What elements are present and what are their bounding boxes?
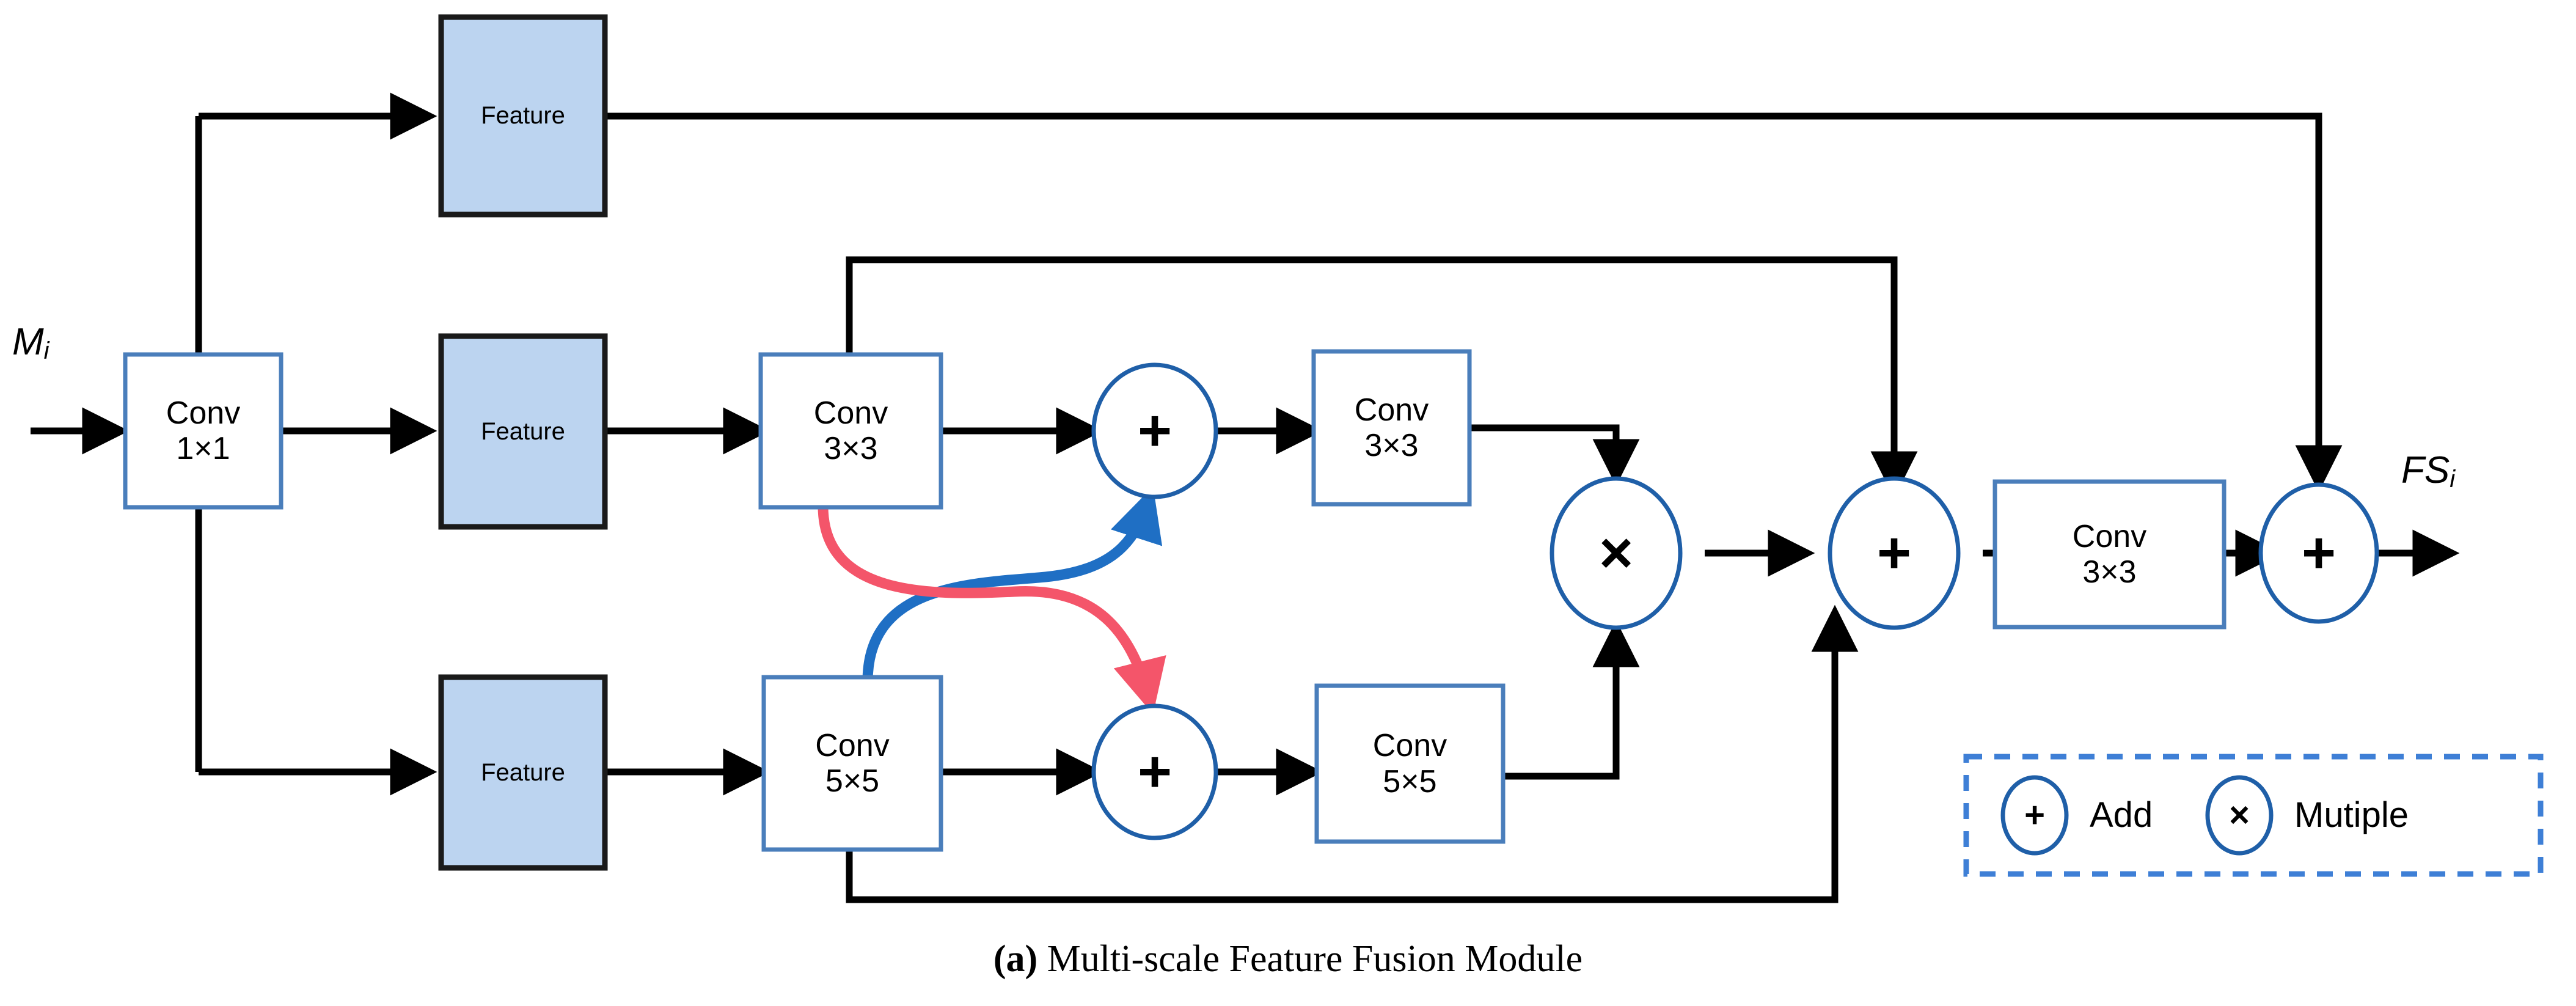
cross-scale-curves <box>818 486 1166 714</box>
node-conv3x3-final-shape[interactable] <box>1992 479 2227 630</box>
op-add-merge-shape[interactable] <box>1828 476 1961 630</box>
node-feature-mid-shape[interactable] <box>438 333 608 530</box>
figure-caption: (a) Multi-scale Feature Fusion Module <box>0 938 2576 981</box>
curve-conv3x3-to-addbottom <box>818 501 1166 714</box>
legend-add-icon <box>2000 775 2069 856</box>
op-multiply-shape[interactable] <box>1550 476 1683 630</box>
connector-lines <box>31 92 2460 903</box>
node-conv3x3-a-shape[interactable] <box>758 352 943 510</box>
node-feature-bot-shape[interactable] <box>438 674 608 871</box>
arrow-conv3x3b-to-multiply <box>1469 424 1640 486</box>
node-conv5x5-b-shape[interactable] <box>1314 683 1506 844</box>
arrow-conv5x5a-skip-to-merge-add <box>846 604 1859 903</box>
op-add-final-shape[interactable] <box>2258 482 2379 624</box>
op-add-bottom-shape[interactable] <box>1091 703 1218 840</box>
caption-prefix: (a) <box>993 938 1038 980</box>
node-feature-top-shape[interactable] <box>438 14 608 218</box>
op-add-top-shape[interactable] <box>1091 362 1218 499</box>
node-conv1x1-shape[interactable] <box>123 352 284 510</box>
node-conv3x3-b-shape[interactable] <box>1311 349 1472 507</box>
legend-multiply-icon <box>2205 775 2274 856</box>
caption-text: Multi-scale Feature Fusion Module <box>1037 938 1583 980</box>
node-shapes <box>123 14 2544 877</box>
arrow-conv3x3a-skip-to-merge-add <box>846 256 1918 499</box>
arrow-conv5x5b-to-multiply <box>1503 620 1640 780</box>
arrow-skip-top-to-final-add <box>605 112 2343 493</box>
curve-conv5x5-to-addtop <box>862 486 1163 687</box>
node-conv5x5-a-shape[interactable] <box>761 675 943 852</box>
